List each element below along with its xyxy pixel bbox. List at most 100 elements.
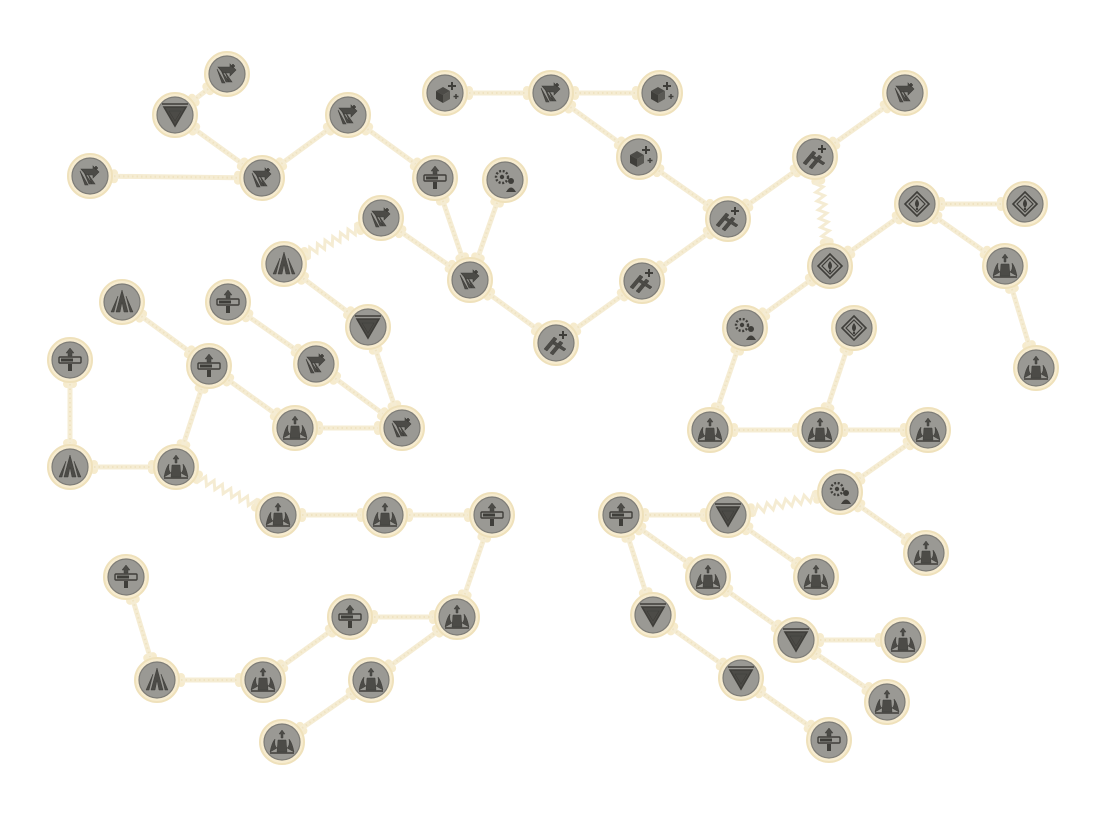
- skill-node-n24[interactable]: [103, 554, 149, 600]
- leap-arrow-icon: [370, 207, 391, 228]
- flame-tower-icon: [250, 667, 276, 692]
- skill-node-n37[interactable]: [619, 258, 665, 304]
- spire-icon: [272, 251, 296, 275]
- spire-icon: [110, 289, 134, 313]
- flame-tower-icon: [1023, 355, 1049, 380]
- skill-node-n9[interactable]: [358, 195, 404, 241]
- skill-node-n47[interactable]: [687, 407, 733, 453]
- skill-link-n23-n26: [457, 532, 492, 600]
- skill-node-n6[interactable]: [412, 155, 458, 201]
- skill-node-n52[interactable]: [705, 492, 751, 538]
- node-core: [383, 409, 421, 447]
- skill-node-n27[interactable]: [134, 657, 180, 703]
- skill-node-n26[interactable]: [434, 594, 480, 640]
- skill-node-n14[interactable]: [205, 279, 251, 325]
- skill-node-n61[interactable]: [806, 717, 852, 763]
- skill-node-n45[interactable]: [722, 305, 768, 351]
- leap-arrow-icon: [251, 167, 272, 188]
- skill-node-n56[interactable]: [630, 592, 676, 638]
- skill-link-n3-n4: [109, 169, 243, 185]
- skill-node-n19[interactable]: [47, 444, 93, 490]
- node-core: [71, 157, 109, 195]
- skill-node-n44[interactable]: [1013, 345, 1059, 391]
- skill-link-n12-n13: [135, 309, 196, 359]
- skill-node-n12[interactable]: [99, 279, 145, 325]
- skill-link-n35-n37: [655, 226, 715, 274]
- skill-node-n7[interactable]: [447, 257, 493, 303]
- skill-node-n17[interactable]: [272, 405, 318, 451]
- skill-node-n2[interactable]: [152, 92, 198, 138]
- energy-bar-icon: [423, 165, 447, 189]
- skill-node-n57[interactable]: [773, 617, 819, 663]
- skill-node-n32[interactable]: [528, 70, 574, 116]
- skill-node-n18[interactable]: [379, 405, 425, 451]
- energy-bar-icon: [338, 604, 362, 628]
- skill-link-n13-n20: [176, 383, 209, 450]
- flame-tower-icon: [163, 454, 189, 479]
- skill-node-n51[interactable]: [598, 492, 644, 538]
- skill-node-n31[interactable]: [422, 70, 468, 116]
- skill-node-n20[interactable]: [153, 444, 199, 490]
- skill-node-n59[interactable]: [864, 679, 910, 725]
- skill-link-n11-n18: [368, 344, 402, 411]
- skill-node-n30[interactable]: [259, 719, 305, 765]
- skill-link-n43-n44: [1005, 284, 1036, 350]
- skill-node-n33[interactable]: [637, 70, 683, 116]
- skill-node-n36[interactable]: [792, 134, 838, 180]
- skill-node-n53[interactable]: [685, 554, 731, 600]
- energy-bar-icon: [197, 353, 221, 377]
- leap-arrow-icon: [305, 353, 326, 374]
- skill-node-n25[interactable]: [327, 594, 373, 640]
- skill-node-n50[interactable]: [817, 469, 863, 515]
- skill-link-n53-n57: [721, 584, 783, 633]
- skill-link-n51-n56: [621, 532, 653, 598]
- skill-node-n48[interactable]: [797, 407, 843, 453]
- leap-arrow-icon: [79, 165, 100, 186]
- skill-node-n40[interactable]: [894, 181, 940, 227]
- skill-link-n34-n35: [652, 164, 715, 212]
- triangle-crest-icon: [715, 503, 741, 528]
- skill-node-n21[interactable]: [255, 492, 301, 538]
- skill-node-n43[interactable]: [982, 243, 1028, 289]
- skill-node-n42[interactable]: [1002, 181, 1048, 227]
- triangle-crest-icon: [162, 103, 188, 128]
- skill-node-n41[interactable]: [807, 243, 853, 289]
- skill-link-n22-n23: [405, 508, 472, 522]
- skill-node-n11[interactable]: [345, 304, 391, 350]
- leap-arrow-icon: [540, 82, 561, 103]
- skill-link-n9-n7: [394, 225, 457, 273]
- skill-node-n16[interactable]: [47, 337, 93, 383]
- skill-node-n38[interactable]: [533, 320, 579, 366]
- runner-plus-icon: [543, 331, 567, 356]
- skill-node-n34[interactable]: [616, 134, 662, 180]
- skill-node-n23[interactable]: [469, 492, 515, 538]
- skill-link-n46-n48: [820, 345, 854, 413]
- cube-plus-icon: [651, 82, 674, 103]
- skill-node-n5[interactable]: [325, 92, 371, 138]
- skill-node-n39[interactable]: [882, 70, 928, 116]
- node-core: [243, 159, 281, 197]
- skill-link-n51-n53: [634, 522, 695, 570]
- skill-node-n22[interactable]: [362, 492, 408, 538]
- skill-node-n1[interactable]: [204, 51, 250, 97]
- skill-node-n35[interactable]: [705, 196, 751, 242]
- skill-node-n54[interactable]: [793, 554, 839, 600]
- skill-node-n29[interactable]: [348, 657, 394, 703]
- skill-node-n58[interactable]: [880, 617, 926, 663]
- skill-node-n46[interactable]: [831, 305, 877, 351]
- skill-node-n28[interactable]: [240, 657, 286, 703]
- energy-bar-icon: [114, 564, 138, 588]
- skill-node-n49[interactable]: [905, 407, 951, 453]
- energy-bar-icon: [480, 502, 504, 526]
- spire-icon: [58, 454, 82, 478]
- skill-node-n13[interactable]: [186, 343, 232, 389]
- skill-link-n57-n58: [816, 633, 883, 647]
- skill-node-n60[interactable]: [718, 655, 764, 701]
- skill-node-n8[interactable]: [482, 157, 528, 203]
- skill-node-n55[interactable]: [903, 530, 949, 576]
- skill-node-n3[interactable]: [67, 153, 113, 199]
- skill-node-n15[interactable]: [293, 341, 339, 387]
- skill-node-n10[interactable]: [261, 241, 307, 287]
- skill-node-n4[interactable]: [239, 155, 285, 201]
- skill-link-n45-n47: [710, 345, 745, 413]
